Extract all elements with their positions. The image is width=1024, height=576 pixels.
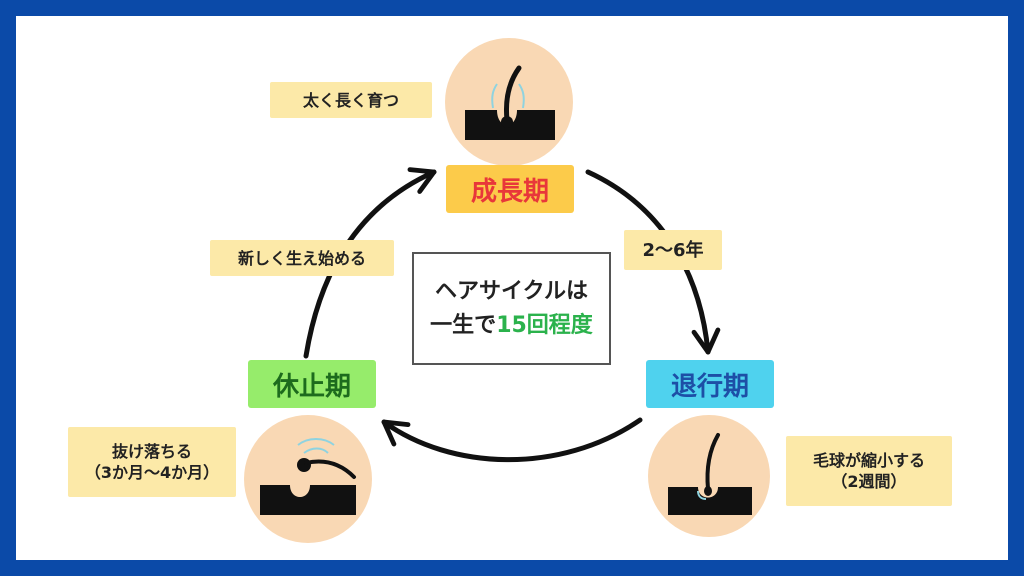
- center-line-1: ヘアサイクルは: [435, 278, 588, 304]
- phase-growth-text: 成長期: [470, 176, 549, 207]
- note-new-growth: 新しく生え始める: [210, 240, 394, 276]
- hair-shedding-icon: [260, 438, 356, 515]
- hair-growth-icon: [465, 65, 555, 140]
- phase-rest-text: 休止期: [272, 371, 351, 402]
- rest-phase-illustration: [244, 415, 372, 543]
- phase-regression-text: 退行期: [670, 371, 749, 402]
- growth-phase-illustration: [445, 38, 573, 166]
- center-line-2: 一生で15回程度: [430, 312, 593, 338]
- phase-label-rest: 休止期: [248, 360, 376, 408]
- note-growth-desc: 太く長く育つ: [270, 82, 432, 118]
- hair-regression-icon: [668, 433, 752, 515]
- center-accent-count: 15回程度: [496, 312, 593, 338]
- regression-phase-illustration: [648, 415, 770, 537]
- note-rest: 抜け落ちる （3か月〜4か月）: [68, 427, 236, 497]
- note-growth-duration: 2〜6年: [624, 230, 722, 270]
- note-regression: 毛球が縮小する （2週間）: [786, 436, 952, 506]
- arrow-regression-to-rest: [381, 417, 643, 463]
- phase-label-growth: 成長期: [446, 165, 574, 213]
- phase-label-regression: 退行期: [646, 360, 774, 408]
- center-message-box: ヘアサイクルは 一生で15回程度: [412, 252, 611, 365]
